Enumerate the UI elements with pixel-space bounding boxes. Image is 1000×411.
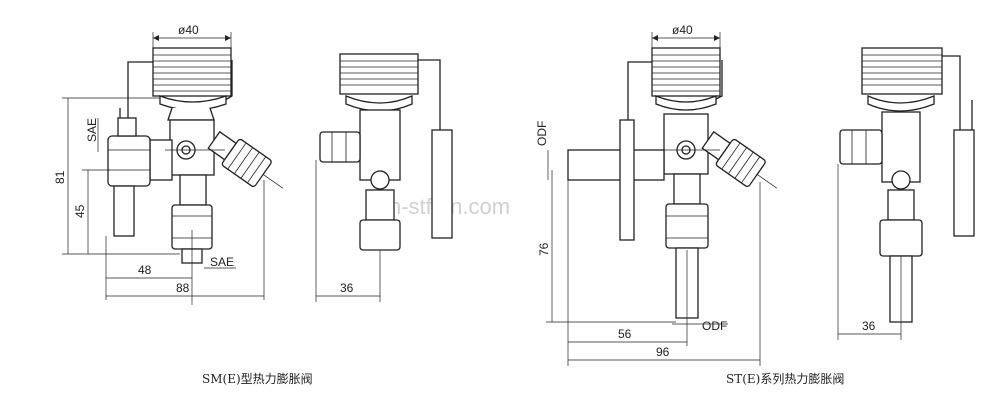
sm-inlet-label: SAE <box>85 118 99 142</box>
st-outlet-label: ODF <box>702 319 727 333</box>
sm-front-view <box>107 47 284 305</box>
sm-caption: SM(E)型热力膨胀阀 <box>202 372 313 386</box>
st-caption: ST(E)系列热力膨胀阀 <box>726 372 844 386</box>
sm-dim-w2: 88 <box>176 281 190 295</box>
sm-dim-height: 81 <box>53 170 67 184</box>
st-dimensions: ø40 ODF 76 ODF 56 96 <box>535 23 761 366</box>
st-inlet-label: ODF <box>535 121 549 146</box>
sm-dimensions: ø40 81 45 SAE SAE 48 88 <box>53 23 265 300</box>
st-dim-height: 76 <box>537 242 551 256</box>
sm-dim-w1: 48 <box>138 263 152 277</box>
sm-dim-diameter: ø40 <box>178 23 199 37</box>
st-dim-w2: 96 <box>656 345 670 359</box>
st-dim-diameter: ø40 <box>672 23 693 37</box>
sm-outlet-label: SAE <box>210 255 234 269</box>
st-side-dim: 36 <box>862 319 876 333</box>
st-front-view <box>567 47 778 346</box>
sm-dim-lower-height: 45 <box>73 204 87 218</box>
sm-side-view: 36 <box>315 53 453 302</box>
sm-side-dim: 36 <box>340 281 354 295</box>
st-side-view: 36 <box>837 47 975 340</box>
st-dim-w1: 56 <box>618 327 632 341</box>
